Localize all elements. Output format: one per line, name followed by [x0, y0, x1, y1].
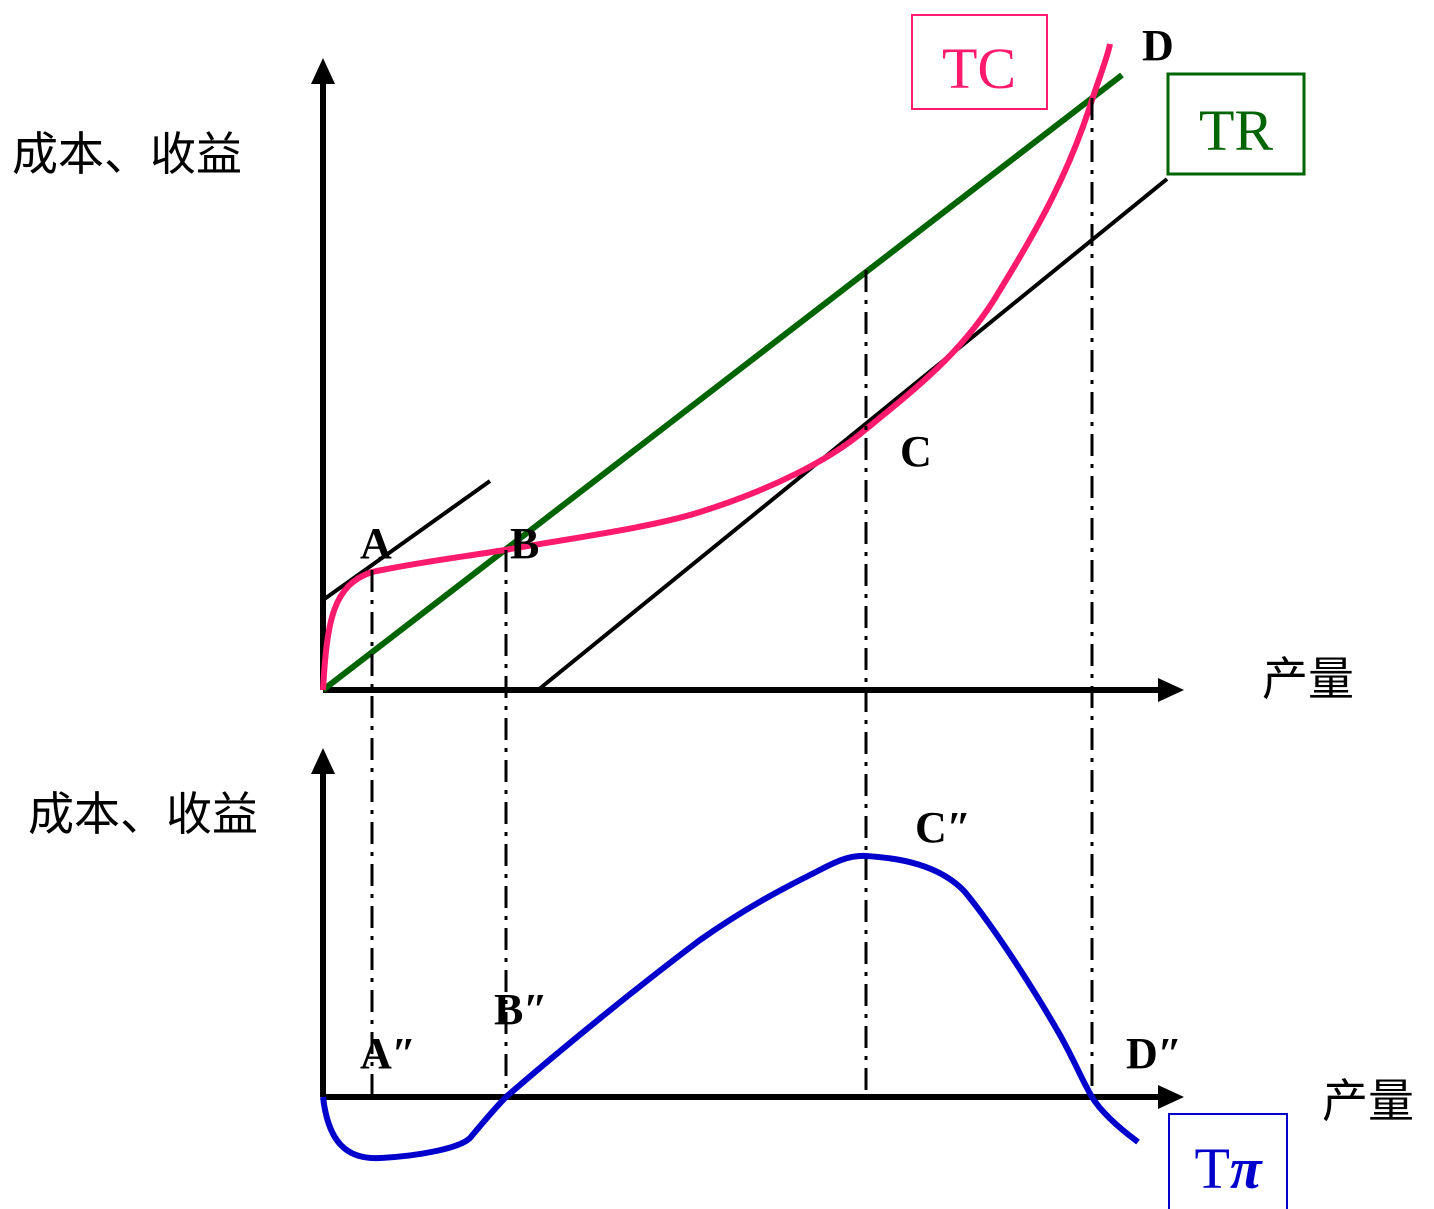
- top-y-axis-label: 成本、收益: [12, 127, 242, 181]
- top-panel: 成本、收益 产量 A B C D TC TR: [12, 14, 1354, 1097]
- point-label-D-prime: D″: [1126, 1029, 1182, 1078]
- profit-curve: [320, 852, 1140, 1162]
- point-label-A-prime: A″: [360, 1029, 416, 1078]
- tr-legend-box: [1166, 72, 1306, 176]
- tpi-legend-box: [1168, 1113, 1288, 1209]
- point-label-C: C: [900, 427, 932, 476]
- tpi-legend-prefix: T: [1194, 1136, 1229, 1201]
- bottom-y-axis-arrowhead: [311, 748, 335, 774]
- tr-line: [321, 72, 1124, 693]
- tc-legend: TC: [911, 14, 1048, 110]
- tc-legend-label: TC: [942, 36, 1016, 101]
- point-label-B-prime: B″: [494, 985, 548, 1034]
- bottom-x-axis-arrowhead: [1158, 1085, 1184, 1109]
- bottom-panel: 成本、收益 产量 A″ B″ C″ D″ Tπ: [28, 748, 1414, 1209]
- top-y-axis-arrowhead: [311, 58, 335, 84]
- tr-legend: TR: [1166, 72, 1306, 176]
- top-x-axis-arrowhead: [1158, 678, 1184, 702]
- point-label-C-prime: C″: [915, 803, 971, 852]
- bottom-x-axis-label: 产量: [1322, 1074, 1414, 1128]
- tpi-legend-symbol: π: [1230, 1136, 1263, 1201]
- top-x-axis-label: 产量: [1262, 652, 1354, 706]
- bottom-y-axis-label: 成本、收益: [28, 787, 258, 841]
- tc-curve: [320, 43, 1113, 691]
- tpi-legend-label: Tπ: [1194, 1136, 1262, 1201]
- point-label-D: D: [1142, 21, 1174, 70]
- tangent-line-at-C: [536, 177, 1169, 692]
- tr-legend-label: TR: [1199, 98, 1273, 163]
- tpi-legend: Tπ: [1168, 1113, 1288, 1209]
- point-label-B: B: [510, 519, 539, 568]
- tc-legend-box: [911, 14, 1048, 110]
- point-label-A: A: [360, 519, 392, 568]
